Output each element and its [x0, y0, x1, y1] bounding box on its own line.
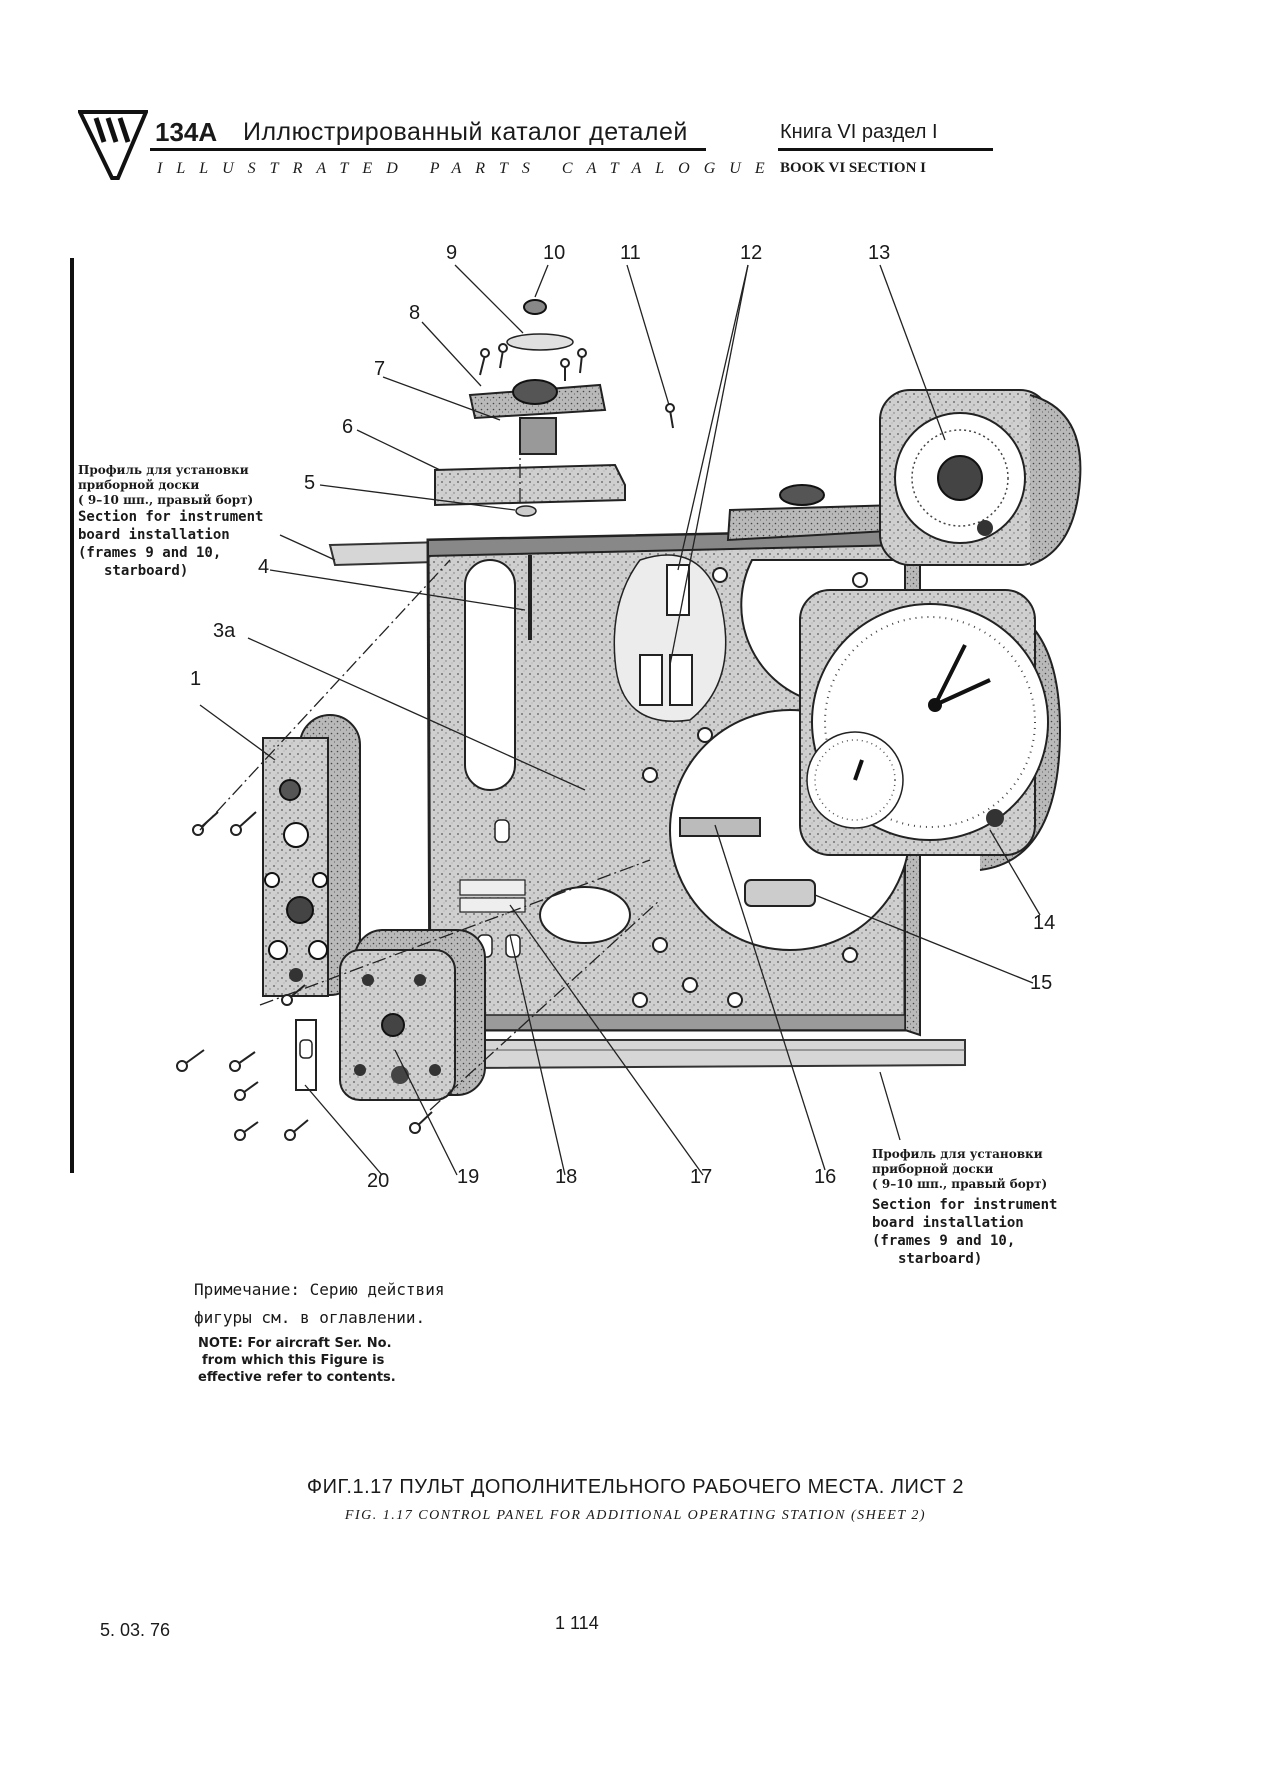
- header-rule: [150, 148, 706, 151]
- callout-15: 15: [1030, 972, 1053, 994]
- profile-label-top-en-1: Section for instrument: [78, 509, 264, 525]
- callout-3a: 3a: [213, 620, 236, 642]
- book-rule: [778, 148, 993, 151]
- washer-5: [515, 505, 537, 517]
- profile-label-bottom-en-1: Section for instrument: [872, 1197, 1058, 1213]
- profile-label-bottom-en-4: starboard): [898, 1251, 983, 1267]
- panel-oval-cutout: [539, 886, 631, 944]
- figure-caption-en: FIG. 1.17 CONTROL PANEL FOR ADDITIONAL O…: [344, 1508, 927, 1523]
- profile-label-top: Профиль для установки приборной доски ( …: [78, 463, 263, 580]
- callout-14: 14: [1033, 912, 1056, 934]
- instrument-13: [879, 389, 1082, 566]
- page-number: 1 114: [555, 1613, 599, 1633]
- profile-label-bottom-en-2: board installation: [872, 1215, 1024, 1231]
- callout-6: 6: [342, 416, 354, 438]
- profile-label-bottom-ru-2: приборной доски: [872, 1162, 994, 1176]
- profile-label-top-ru-3: ( 9–10 шп., правый борт): [78, 493, 254, 507]
- footer-date: 5. 03. 76: [100, 1620, 171, 1640]
- callout-9: 9: [446, 242, 458, 264]
- book-section-en: BOOK VI SECTION I: [780, 160, 927, 176]
- mounting-plate-6: [434, 463, 626, 507]
- book-section-ru: Книга VI раздел I: [780, 121, 938, 143]
- profile-label-bottom: Профиль для установки приборной доски ( …: [872, 1147, 1057, 1268]
- callout-16: 16: [814, 1166, 837, 1188]
- margin-bar: [70, 258, 74, 1173]
- profile-label-bottom-ru-3: ( 9–10 шп., правый борт): [872, 1177, 1048, 1191]
- figure-caption-ru: ФИГ.1.17 ПУЛЬТ ДОПОЛНИТЕЛЬНОГО РАБОЧЕГО …: [306, 1476, 965, 1498]
- callout-12: 12: [740, 242, 763, 264]
- callout-19: 19: [457, 1166, 480, 1188]
- callout-13: 13: [868, 242, 891, 264]
- callout-5: 5: [304, 472, 316, 494]
- note-en-line-3: effective refer to contents.: [198, 1370, 396, 1385]
- profile-label-top-en-4: starboard): [104, 563, 189, 579]
- callout-4: 4: [258, 556, 270, 578]
- callout-17: 17: [690, 1166, 713, 1188]
- profile-label-bottom-en-3: (frames 9 and 10,: [872, 1233, 1016, 1249]
- profile-label-top-en-2: board installation: [78, 527, 230, 543]
- callout-11: 11: [620, 242, 641, 264]
- control-box-19: [339, 929, 486, 1101]
- profile-label-bottom-ru-1: Профиль для установки: [872, 1147, 1043, 1161]
- catalogue-title-en: ILLUSTRATED PARTS CATALOGUE: [157, 160, 779, 177]
- profile-label-top-ru-1: Профиль для установки: [78, 463, 249, 477]
- manufacturer-logo: [78, 110, 148, 180]
- callout-8: 8: [409, 302, 421, 324]
- profile-label-top-en-3: (frames 9 and 10,: [78, 545, 222, 561]
- nut-10: [523, 299, 547, 315]
- washer-9: [506, 333, 574, 351]
- note-ru: Примечание: Серию действия фигуры см. в …: [194, 1276, 444, 1332]
- note-ru-line-1: Примечание: Серию действия: [194, 1280, 445, 1299]
- control-box-1: [262, 714, 361, 997]
- profile-rail-bottom: [469, 1039, 966, 1070]
- catalogue-code: 134A: [155, 117, 218, 147]
- block-15: [744, 879, 816, 907]
- gear-7: [512, 379, 558, 405]
- callout-18: 18: [555, 1166, 578, 1188]
- callout-20: 20: [367, 1170, 390, 1192]
- note-en-line-1: NOTE: For aircraft Ser. No.: [198, 1336, 392, 1351]
- bracket-16: [679, 817, 761, 837]
- profile-label-top-ru-2: приборной доски: [78, 478, 200, 492]
- note-en: NOTE: For aircraft Ser. No. from which t…: [198, 1335, 396, 1386]
- callout-7: 7: [374, 358, 386, 380]
- note-ru-line-2: фигуры см. в оглавлении.: [194, 1308, 426, 1327]
- note-en-line-2: from which this Figure is: [202, 1353, 385, 1368]
- catalogue-title-ru: Иллюстрированный каталог деталей: [243, 118, 688, 146]
- callout-10: 10: [543, 242, 566, 264]
- callout-1: 1: [190, 668, 202, 690]
- panel-slot: [464, 559, 516, 791]
- instrument-14: [799, 589, 1062, 871]
